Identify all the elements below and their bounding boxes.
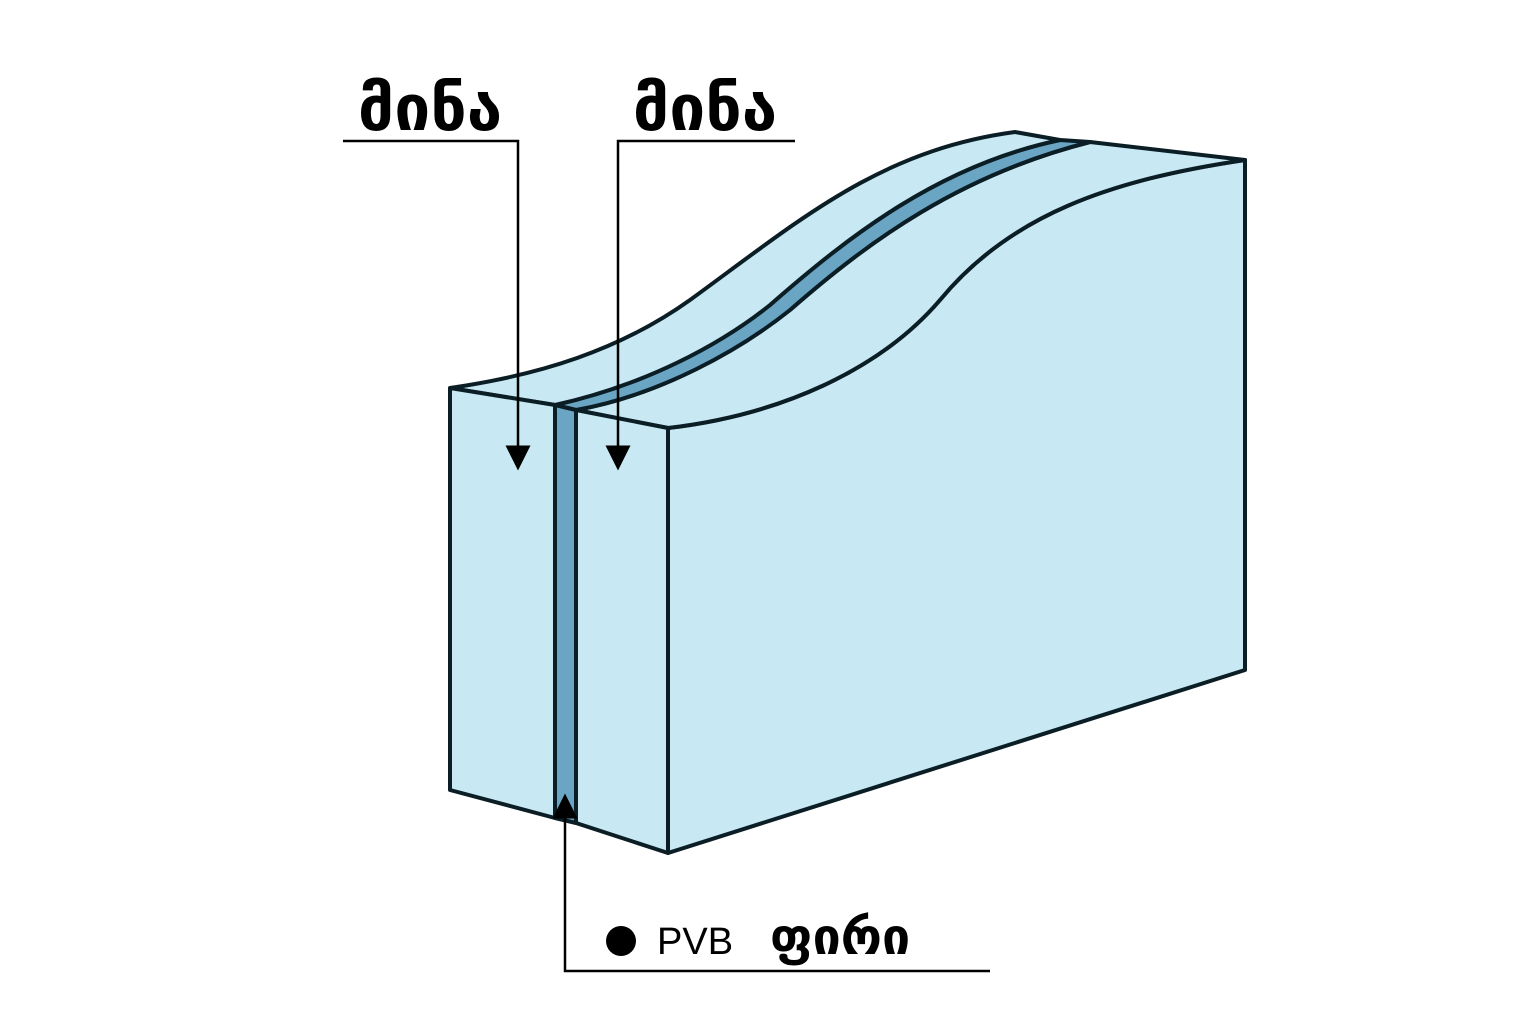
leader-line-glass-right (605, 139, 795, 471)
pvb-film-front (553, 403, 578, 825)
glass-front-left (448, 386, 557, 820)
label-pvb-word: ფირი (770, 908, 910, 966)
label-glass-right: მინა (633, 72, 777, 146)
bullet-dot-icon (606, 926, 636, 956)
glass-front-right (574, 408, 670, 855)
label-glass-left: მინა (358, 72, 502, 146)
label-pvb-prefix: PVB (657, 921, 733, 963)
glass-top-front (448, 130, 1062, 407)
leader-line-pvb (552, 793, 990, 973)
leader-line-glass-left (343, 139, 531, 471)
